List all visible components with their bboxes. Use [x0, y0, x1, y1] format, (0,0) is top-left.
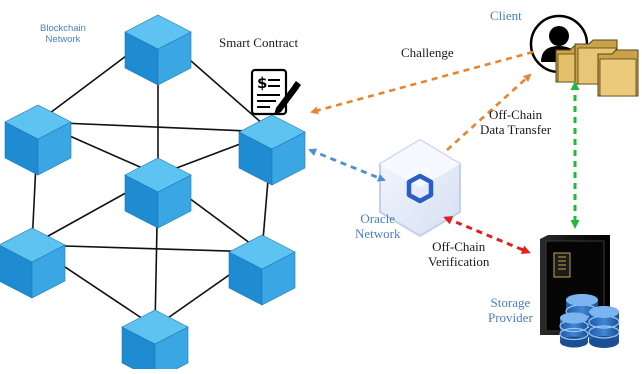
database-icon — [559, 294, 620, 348]
blockchain-node-cube — [228, 234, 296, 306]
offchain-verification-line1: Off-Chain — [432, 239, 486, 254]
offchain-transfer-line1: Off-Chain — [488, 107, 543, 122]
folder-icon — [555, 39, 639, 97]
oracle-label-line1: Oracle — [360, 211, 396, 226]
blockchain-node-cube — [238, 114, 306, 186]
blockchain-label-line1: Blockchain — [40, 23, 86, 34]
blockchain-node-cube — [0, 227, 66, 299]
oracle-contract-arrow — [308, 148, 386, 182]
offchain-verification-label: Off-Chain Verification — [428, 239, 490, 270]
storage-provider-label: Storage Provider — [488, 295, 533, 326]
oracle-network-label: Oracle Network — [355, 211, 401, 242]
svg-text:$: $ — [257, 74, 267, 92]
blockchain-network-label: Blockchain Network — [40, 23, 86, 46]
verification-arrow — [443, 216, 531, 254]
blockchain-node-cube — [4, 104, 72, 176]
offchain-transfer-line2: Data Transfer — [480, 121, 552, 137]
challenge-arrow — [310, 50, 534, 115]
blockchain-node-cube — [121, 309, 189, 374]
smart-contract-label: Smart Contract — [219, 35, 299, 50]
blockchain-nodes — [0, 14, 306, 374]
storage-label-line2: Provider — [488, 309, 533, 325]
offchain-verification-line2: Verification — [428, 253, 490, 269]
storage-label-line1: Storage — [490, 295, 531, 310]
oracle-icon — [379, 138, 461, 238]
blockchain-node-cube — [124, 14, 192, 86]
data-transfer-arrow — [446, 73, 532, 151]
offchain-transfer-label: Off-Chain Data Transfer — [480, 107, 552, 138]
blockchain-label-line2: Network — [45, 33, 81, 45]
client-label: Client — [490, 8, 522, 23]
oracle-label-line2: Network — [355, 225, 401, 241]
contract-icon: $ — [250, 68, 301, 116]
blockchain-node-cube — [124, 157, 192, 229]
challenge-label: Challenge — [401, 45, 454, 60]
